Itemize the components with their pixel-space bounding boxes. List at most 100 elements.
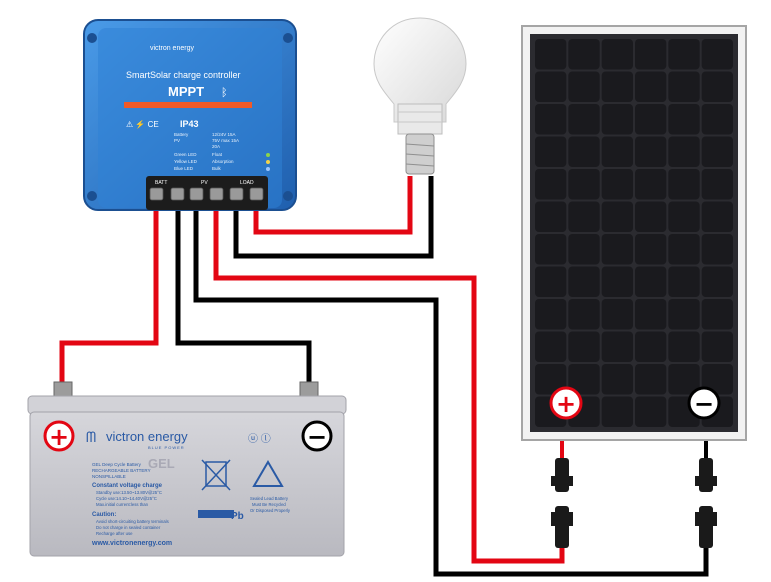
panel-cell (568, 169, 600, 200)
warning-icon: ⚠ ⚡ CE (126, 119, 159, 129)
caution-info: Avoid short-circuiting battery terminals… (96, 519, 169, 536)
spec-label: Green LED (174, 152, 197, 157)
pv-positive-wire (213, 208, 565, 564)
panel-cell (635, 364, 667, 395)
spec-value: 20A (212, 144, 220, 149)
charge-line: Standby use:13.50~13.80V@25°C (96, 490, 162, 495)
recycle-line: Or Disposed Properly (250, 508, 291, 513)
battery-positive-symbol: + (49, 423, 69, 451)
certification-icon: ⓤ ⓛ (248, 433, 271, 445)
panel-cell (568, 136, 600, 167)
spec-value: Absorption (212, 159, 234, 164)
panel-cell (635, 71, 667, 102)
battery-type: GEL (148, 456, 175, 471)
panel-cell (535, 299, 567, 330)
caution-line: Do not charge in sealed container (96, 525, 161, 530)
panel-cell (668, 104, 700, 135)
terminal-screws (149, 187, 264, 201)
panel-cell (668, 71, 700, 102)
panel-cell (601, 71, 633, 102)
battery-negative-badge (301, 420, 333, 452)
controller-brand: victron energy (150, 45, 194, 52)
panel-cell (635, 169, 667, 200)
controller-model: MPPT (168, 84, 204, 99)
panel-cell (535, 331, 567, 362)
battery-info-line: GEL Deep Cycle Battery (92, 462, 142, 467)
panel-positive-symbol: + (556, 390, 576, 418)
battery-info-line: NONSPILLABLE (92, 474, 126, 479)
panel-cell (701, 331, 733, 362)
panel-cell (601, 331, 633, 362)
battery-website: www.victronenergy.com (91, 540, 172, 547)
panel-cell (568, 234, 600, 265)
mc4-connector-negative (695, 458, 717, 548)
panel-cell (635, 266, 667, 297)
panel-cell (635, 234, 667, 265)
panel-cell (601, 396, 633, 427)
panel-cell (701, 201, 733, 232)
panel-positive-terminal (549, 386, 583, 420)
mc4-connector-positive (551, 458, 573, 548)
panel-cell (568, 299, 600, 330)
controller-spec-table: Battery 12/24V 15A PV 75V max 15A 20A Gr… (174, 132, 239, 171)
panel-cell (668, 169, 700, 200)
panel-cell (601, 169, 633, 200)
panel-cell (635, 299, 667, 330)
battery-brand: victron energy (106, 429, 188, 444)
panel-cell (568, 266, 600, 297)
no-trash-icon (201, 459, 231, 491)
panel-cell (668, 39, 700, 70)
panel-cell (701, 234, 733, 265)
terminal-label-batt: BATT (155, 180, 167, 186)
charge-controller: victron energy SmartSolar charge control… (83, 19, 297, 211)
solar-panel: + − (521, 25, 747, 441)
panel-cell (668, 266, 700, 297)
victron-logo-icon: ᗰ (86, 430, 96, 446)
panel-cell (635, 136, 667, 167)
battery-negative-symbol: − (307, 423, 327, 451)
panel-cell (668, 364, 700, 395)
panel-cell (568, 201, 600, 232)
panel-cell (601, 266, 633, 297)
battery-chem: Pb (231, 511, 244, 522)
panel-cell (668, 136, 700, 167)
panel-cell (635, 39, 667, 70)
panel-cell (668, 331, 700, 362)
controller-rating: IP43 (180, 119, 199, 129)
panel-cell (635, 331, 667, 362)
recycle-info: Sealed Lead Battery Must Be Recycled Or … (250, 496, 291, 513)
panel-cell (568, 364, 600, 395)
charge-info: Standby use:13.50~13.80V@25°C Cycle use:… (96, 490, 162, 507)
blue-led-icon (266, 167, 270, 171)
pv-negative-wire (193, 208, 709, 577)
spec-label: Yellow LED (174, 159, 198, 164)
green-led-icon (266, 153, 270, 157)
caution-heading: Caution: (92, 512, 116, 518)
panel-cell (701, 169, 733, 200)
panel-cell (668, 234, 700, 265)
charge-line: Max.initial current:less than (96, 502, 149, 507)
load-negative-wire (233, 176, 434, 259)
controller-stripe (124, 102, 252, 108)
wires (59, 176, 709, 577)
panel-cell (568, 104, 600, 135)
panel-cell (568, 71, 600, 102)
battery-positive-badge (43, 420, 75, 452)
spec-value: Bulk (212, 166, 222, 171)
spec-value: Float (212, 152, 223, 157)
recycle-icon (252, 460, 284, 487)
panel-cell (701, 39, 733, 70)
panel-cell (601, 136, 633, 167)
spec-label: Battery (174, 132, 189, 137)
terminal-label-pv: PV (201, 180, 208, 186)
panel-cell (601, 234, 633, 265)
panel-cell (701, 299, 733, 330)
battery-tagline: BLUE POWER (148, 445, 185, 450)
panel-cell (568, 39, 600, 70)
battery-info-line: RECHARGEABLE BATTERY (92, 468, 151, 473)
controller-title: SmartSolar charge controller (126, 70, 241, 80)
recycle-line: Must Be Recycled (252, 502, 286, 507)
panel-cell (635, 396, 667, 427)
